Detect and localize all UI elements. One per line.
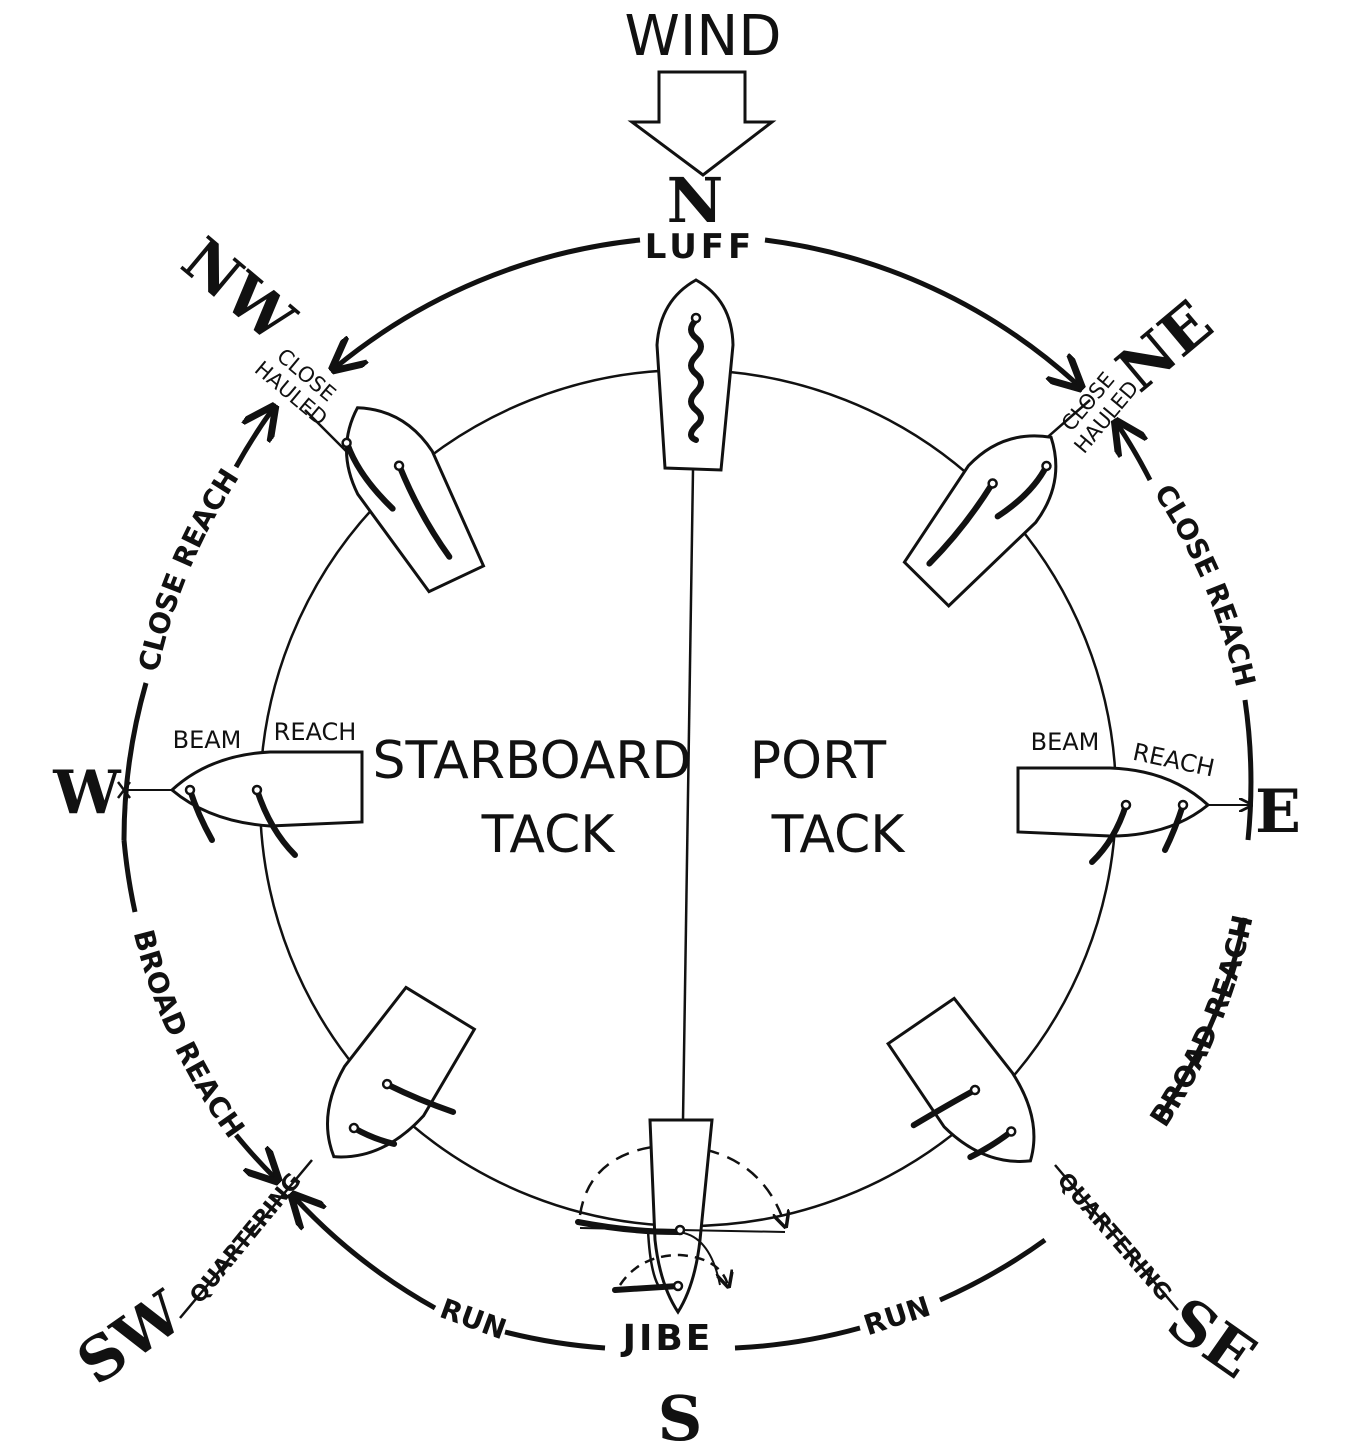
beam-left-label: BEAM xyxy=(173,726,242,754)
boat-beam-reach-starboard xyxy=(169,750,364,858)
boat-broad-reach-port xyxy=(885,996,1036,1163)
boat-close-hauled-starboard xyxy=(341,406,486,594)
boat-s-hull xyxy=(648,1118,714,1315)
boat-broad-reach-starboard xyxy=(326,985,477,1159)
boat-close-hauled-port xyxy=(902,434,1058,608)
boat-nw-hull xyxy=(344,406,486,594)
boat-s-forestay xyxy=(672,1280,684,1292)
boat-luffing xyxy=(655,278,735,472)
boat-w-main xyxy=(254,787,298,858)
luff-label: LUFF xyxy=(645,227,756,267)
compass-w: W xyxy=(52,758,122,828)
boat-e-main xyxy=(1089,802,1129,865)
boat-beam-reach-port xyxy=(1016,766,1211,865)
boat-se-mast xyxy=(969,1084,981,1096)
wind-label: WIND xyxy=(625,4,782,69)
quartering-right-label: QUARTERING xyxy=(1052,1168,1176,1306)
boat-w-mast xyxy=(251,784,263,796)
boat-ne-main xyxy=(926,482,995,567)
run-right-arc xyxy=(938,1237,1047,1303)
quartering-right-text: QUARTERING xyxy=(1052,1168,1176,1306)
run-to-jibe-left-arc xyxy=(504,1329,606,1351)
luff-to-ne-arc xyxy=(764,237,1078,385)
boat-ne-mast xyxy=(987,478,998,489)
luffing-sail-icon xyxy=(688,317,704,443)
jibe-label: JIBE xyxy=(620,1318,714,1359)
boat-nw-forestay xyxy=(341,437,352,449)
boat-s-jib xyxy=(612,1283,681,1293)
boat-s-mast xyxy=(674,1224,686,1236)
boat-s-jib-sheet xyxy=(646,1229,660,1286)
boat-nw-jib xyxy=(344,441,396,512)
boats xyxy=(169,278,1211,1315)
compass-sw: SW xyxy=(65,1277,197,1399)
boat-e-mast xyxy=(1120,799,1132,811)
quartering-left-label: QUARTERING xyxy=(185,1169,306,1309)
broad-reach-right-text: BROAD REACH xyxy=(1143,912,1259,1132)
broad-reach-right-label: BROAD REACH xyxy=(1143,912,1259,1132)
run-right-label: RUN xyxy=(860,1290,935,1342)
starboard-tack-line1: STARBOARD xyxy=(373,731,692,791)
quartering-left-text: QUARTERING xyxy=(185,1169,306,1309)
west-arc-lower xyxy=(121,839,138,913)
luff-to-nw-arc xyxy=(336,237,641,367)
tack-divider-line xyxy=(681,469,695,1121)
se-diagonal xyxy=(1054,1164,1179,1311)
close-reach-left-text: CLOSE REACH xyxy=(132,463,245,675)
wind-arrow-icon xyxy=(627,70,777,177)
beam-right-label: BEAM xyxy=(1031,728,1100,756)
tack-labels: STARBOARD TACK PORT TACK xyxy=(373,731,907,865)
run-left-arc xyxy=(295,1198,437,1311)
east-arc xyxy=(1242,699,1254,841)
boat-ne-hull xyxy=(902,434,1058,608)
close-reach-right-label: CLOSE REACH xyxy=(1148,478,1262,690)
boat-jibe xyxy=(575,1118,785,1315)
boat-sw-main xyxy=(385,1082,457,1115)
broad-reach-right-arc xyxy=(1155,917,1248,1122)
boat-nw-main xyxy=(397,464,453,560)
compass-n: N xyxy=(667,164,724,237)
sw-diagonal xyxy=(179,1159,313,1319)
port-tack-line1: PORT xyxy=(750,731,887,791)
boat-se-forestay xyxy=(1005,1126,1017,1137)
west-arc-upper xyxy=(121,682,149,841)
boat-e-forestay xyxy=(1177,799,1189,811)
jibe-jib-swing-path xyxy=(618,1253,728,1285)
port-tack-line2: TACK xyxy=(771,805,907,865)
close-reach-left-arrow xyxy=(233,410,272,469)
boat-nw-mast xyxy=(393,460,405,471)
close-reach-right-text: CLOSE REACH xyxy=(1148,478,1262,690)
boat-sw-hull xyxy=(326,985,477,1159)
broad-reach-left-label: BROAD REACH xyxy=(127,926,251,1144)
close-reach-right-arrow xyxy=(1118,425,1153,482)
starboard-tack-line2: TACK xyxy=(481,805,617,865)
jibe-to-run-right-arc xyxy=(734,1325,861,1351)
compass-e: E xyxy=(1255,777,1301,847)
run-left-label: RUN xyxy=(436,1292,511,1346)
boat-se-main xyxy=(910,1087,978,1129)
wind-arrow: WIND xyxy=(625,4,782,177)
west-mark-icon xyxy=(117,781,131,799)
boat-luffing-mast xyxy=(690,312,702,324)
boat-sw-mast xyxy=(381,1078,393,1090)
boat-w-forestay xyxy=(184,784,196,796)
boat-ne-jib xyxy=(994,463,1050,520)
compass-se: SE xyxy=(1155,1284,1268,1392)
broad-reach-left-text: BROAD REACH xyxy=(127,926,251,1144)
outer-ring xyxy=(121,237,1254,1351)
broad-reach-left-arrow xyxy=(234,1133,275,1178)
compass-nw: NW xyxy=(169,225,309,358)
close-reach-left-label: CLOSE REACH xyxy=(132,463,245,675)
boat-se-hull xyxy=(885,996,1036,1163)
compass-s: S xyxy=(658,1382,703,1454)
boat-w-hull xyxy=(169,750,364,828)
boat-sw-forestay xyxy=(348,1122,360,1134)
boat-ne-forestay xyxy=(1041,460,1052,472)
reach-left-label: REACH xyxy=(274,718,357,746)
